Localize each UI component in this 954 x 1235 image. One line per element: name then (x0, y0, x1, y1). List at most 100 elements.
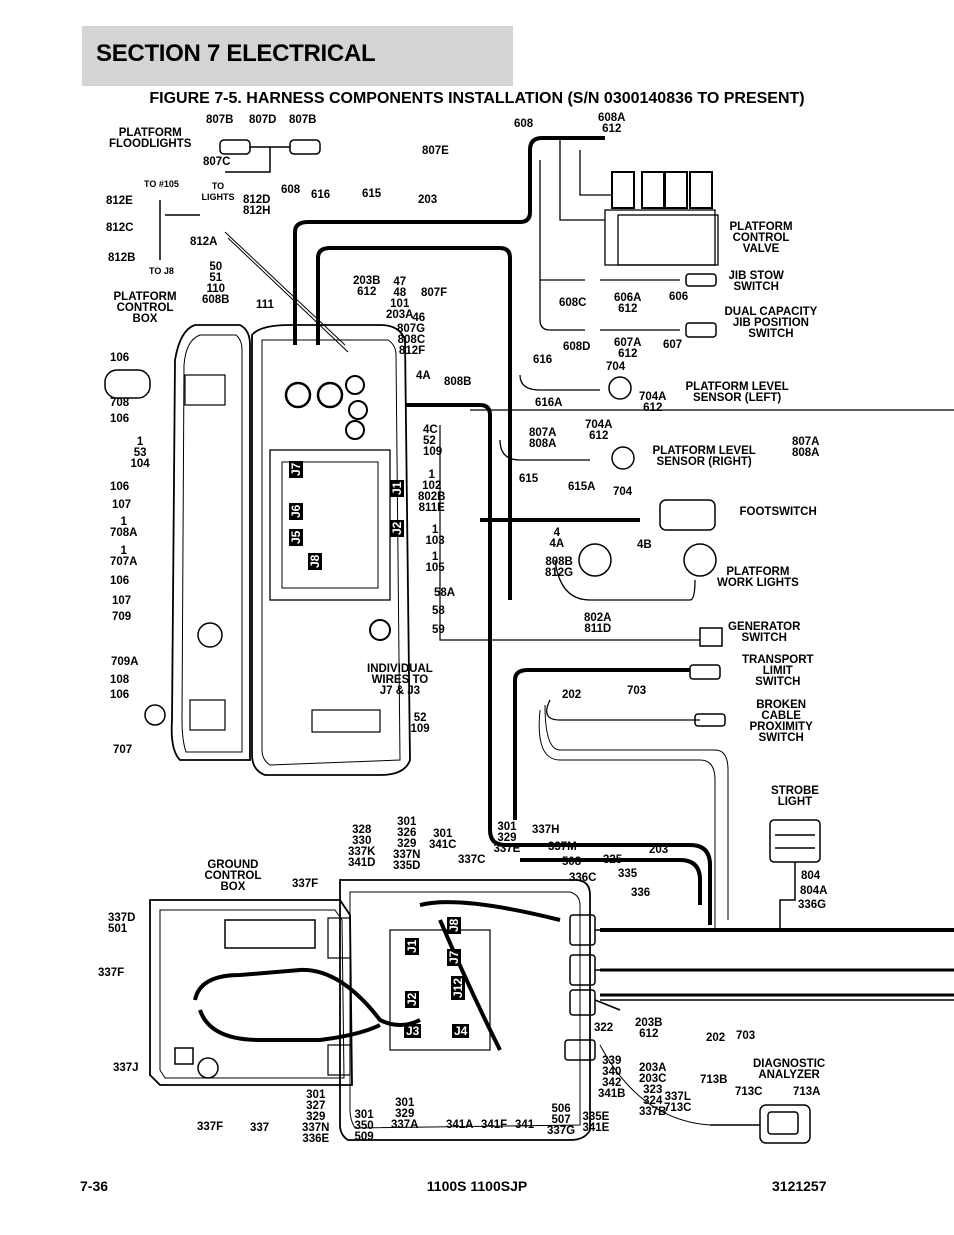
callout-label: 708 (110, 397, 130, 409)
callout-label: 802A 811D (584, 612, 612, 635)
callout-label: STROBE LIGHT (771, 785, 819, 808)
connector-tag: J1 (390, 479, 404, 497)
callout-label: 4 4A (549, 527, 565, 550)
callout-label: 608A 612 (598, 112, 626, 135)
callout-label: 704A 612 (585, 419, 613, 442)
lower-harness-cables (193, 900, 954, 1051)
callout-label: 804 (801, 870, 821, 882)
callout-label: 58A (434, 587, 456, 599)
callout-label: 337L 713C (664, 1091, 692, 1114)
callout-label: 704 (613, 486, 633, 498)
callout-label: BROKEN CABLE PROXIMITY SWITCH (749, 699, 813, 744)
callout-label: 336G (798, 899, 827, 911)
callout-label: 703 (627, 685, 647, 697)
callout-label: 808B (444, 376, 472, 388)
callout-label: 608 (514, 118, 534, 130)
document-number: 3121257 (772, 1178, 827, 1194)
connector-tag: J8 (447, 916, 461, 934)
connector-tag: J8 (308, 552, 322, 570)
callout-label: 1 105 (425, 551, 445, 574)
callout-label: 335E 341E (582, 1111, 610, 1134)
strobe-light (769, 819, 821, 930)
callout-label: 812B (108, 252, 136, 264)
callout-label: 808B 812G (545, 556, 574, 579)
callout-label: 709 (112, 611, 132, 623)
section-title: SECTION 7 ELECTRICAL (96, 40, 376, 67)
callout-label: INDIVIDUAL WIRES TO J7 & J3 (367, 663, 433, 697)
callout-label: 301 326 329 337N 335D (393, 816, 421, 872)
callout-label: 341 (515, 1119, 535, 1131)
callout-label: 335 (618, 868, 638, 880)
callout-label: 202 (706, 1032, 726, 1044)
callout-label: 812C (106, 222, 134, 234)
callout-label: 339 340 342 341B (598, 1055, 626, 1100)
callout-label: 58 (432, 605, 445, 617)
callout-label: 328 330 337K 341D (348, 824, 376, 869)
callout-label: 616 (533, 354, 553, 366)
callout-label: 203 (649, 844, 669, 856)
callout-label: 203B 612 (635, 1017, 663, 1040)
callout-label: 107 (112, 595, 132, 607)
callout-label: 607 (663, 339, 683, 351)
callout-label: 804A (800, 885, 828, 897)
callout-label: TRANSPORT LIMIT SWITCH (742, 654, 814, 688)
callout-label: 106 (110, 481, 130, 493)
callout-label: 106 (110, 689, 130, 701)
figure-title: FIGURE 7-5. HARNESS COMPONENTS INSTALLAT… (149, 90, 805, 107)
callout-label: GROUND CONTROL BOX (204, 859, 262, 893)
callout-label: 615 (362, 188, 382, 200)
callout-label: 608 (281, 184, 301, 196)
callout-label: 111 (256, 299, 274, 311)
callout-label: 336 (631, 887, 651, 899)
callout-label: 704A 612 (639, 391, 667, 414)
callout-label: PLATFORM FLOODLIGHTS (109, 127, 192, 150)
callout-label: 508 (562, 856, 582, 868)
callout-label: 616 (311, 189, 331, 201)
callout-label: 615A (568, 481, 596, 493)
callout-label: 4A (416, 370, 431, 382)
sensors-and-switches (159, 139, 726, 727)
callout-label: 301 327 329 337N 336E (302, 1089, 330, 1145)
callout-label: PLATFORM LEVEL SENSOR (LEFT) (685, 381, 789, 404)
ground-control-box (149, 899, 353, 1086)
connector-tag: J1 (405, 937, 419, 955)
section-header-bar (82, 26, 513, 86)
callout-label: 337H (532, 824, 560, 836)
callout-label: 807C (203, 156, 231, 168)
connector-tag: J12 (451, 975, 465, 1000)
callout-label: 812A (190, 236, 218, 248)
upper-harness-cables (293, 136, 712, 925)
callout-label: 202 (562, 689, 582, 701)
callout-label: 1 102 802B 811E (418, 469, 446, 514)
ground-control-box-interior (327, 879, 591, 1141)
callout-label: FOOTSWITCH (739, 506, 817, 518)
callout-label: 47 48 101 203A (386, 276, 414, 321)
callout-label: 812D 812H (243, 194, 271, 217)
callout-label: 337F (98, 967, 125, 979)
callout-label: 608D (563, 341, 591, 353)
callout-label: GENERATOR SWITCH (728, 621, 801, 644)
callout-label: 108 (110, 674, 130, 686)
callout-label: 807D (249, 114, 277, 126)
callout-label: 807A 808A (529, 427, 557, 450)
callout-label: 1 708A (110, 516, 138, 539)
callout-label: 203 (418, 194, 438, 206)
platform-control-valve (559, 140, 719, 266)
callout-label: 301 329 337A (391, 1097, 419, 1131)
callout-label: 336C (569, 872, 597, 884)
callout-label: 807B (206, 114, 234, 126)
callout-label: 46 807G 808C 812F (397, 312, 426, 357)
callout-label: 807B (289, 114, 317, 126)
callout-label: 608C (559, 297, 587, 309)
callout-label: 506 507 337G (547, 1103, 576, 1137)
callout-label: PLATFORM CONTROL BOX (113, 291, 177, 325)
callout-label: 337C (458, 854, 486, 866)
callout-label: 337 (250, 1122, 270, 1134)
callout-label: 704 (606, 361, 626, 373)
connector-tag: J4 (452, 1024, 470, 1038)
callout-label: 807A 808A (792, 436, 820, 459)
connector-tag: J2 (405, 990, 419, 1008)
callout-label: 301 350 509 (354, 1109, 374, 1143)
